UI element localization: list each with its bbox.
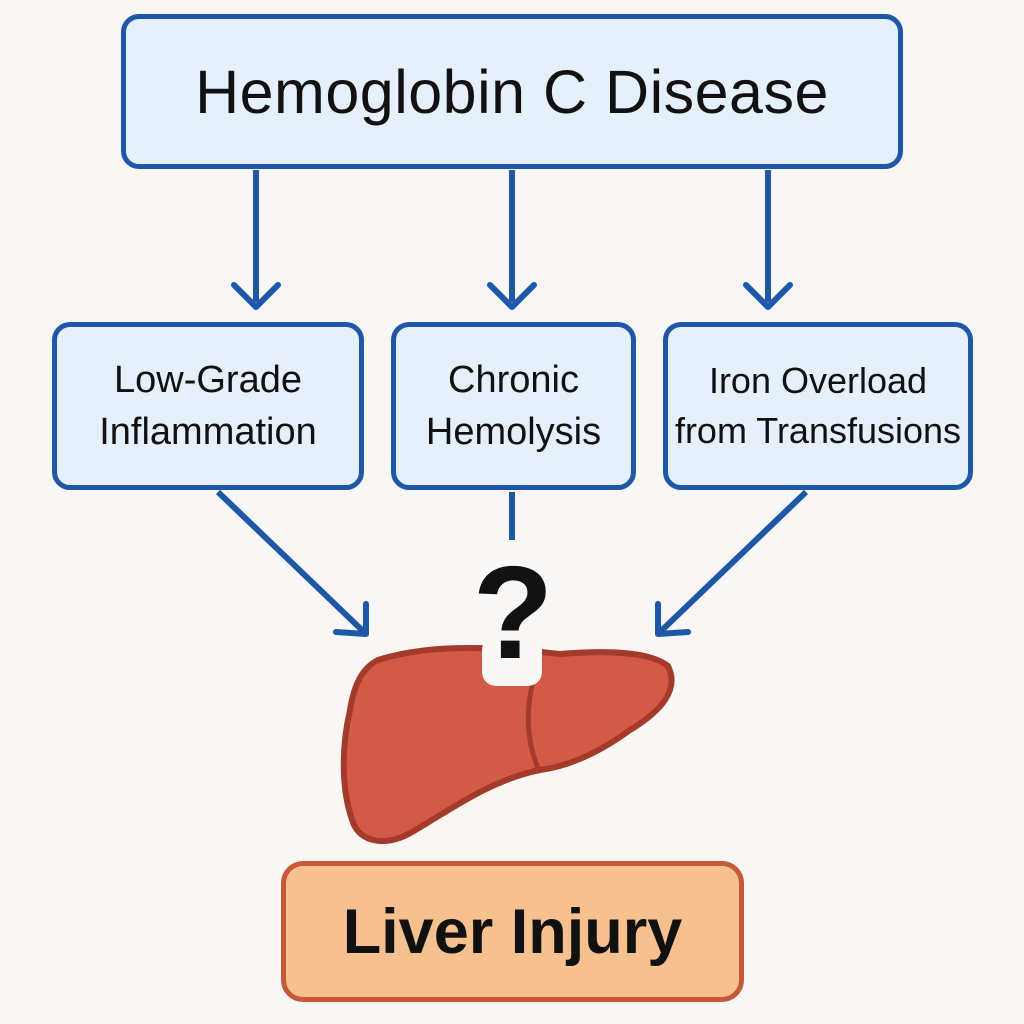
mechanism-label-line: Chronic: [448, 358, 579, 401]
mechanism-label-line: Inflammation: [99, 411, 317, 453]
mechanism-label-line: from Transfusions: [674, 410, 962, 451]
question-halo: [482, 636, 542, 686]
arrow-top-to-iron: [743, 170, 793, 310]
mechanism-box-iron-overload: Iron Overload from Transfusions: [663, 322, 973, 490]
arrow-inflammation-to-liver: [215, 489, 369, 637]
arrow-top-to-inflammation: [231, 170, 281, 310]
condition-box: Hemoglobin C Disease: [121, 14, 903, 169]
mechanism-box-hemolysis: Chronic Hemolysis: [391, 322, 636, 490]
condition-title: Hemoglobin C Disease: [195, 57, 829, 126]
arrow-top-to-hemolysis: [487, 170, 537, 310]
outcome-box: Liver Injury: [281, 861, 744, 1002]
arrow-iron-to-liver: [655, 489, 809, 637]
mechanism-box-inflammation: Low-Grade Inflammation: [52, 322, 364, 490]
mechanism-label-line: Iron Overload: [708, 360, 928, 402]
question-mark: ?: [472, 539, 554, 686]
outcome-label: Liver Injury: [342, 896, 683, 967]
mechanism-label-line: Low-Grade: [114, 358, 302, 401]
mechanism-label-line: Hemolysis: [425, 411, 602, 453]
